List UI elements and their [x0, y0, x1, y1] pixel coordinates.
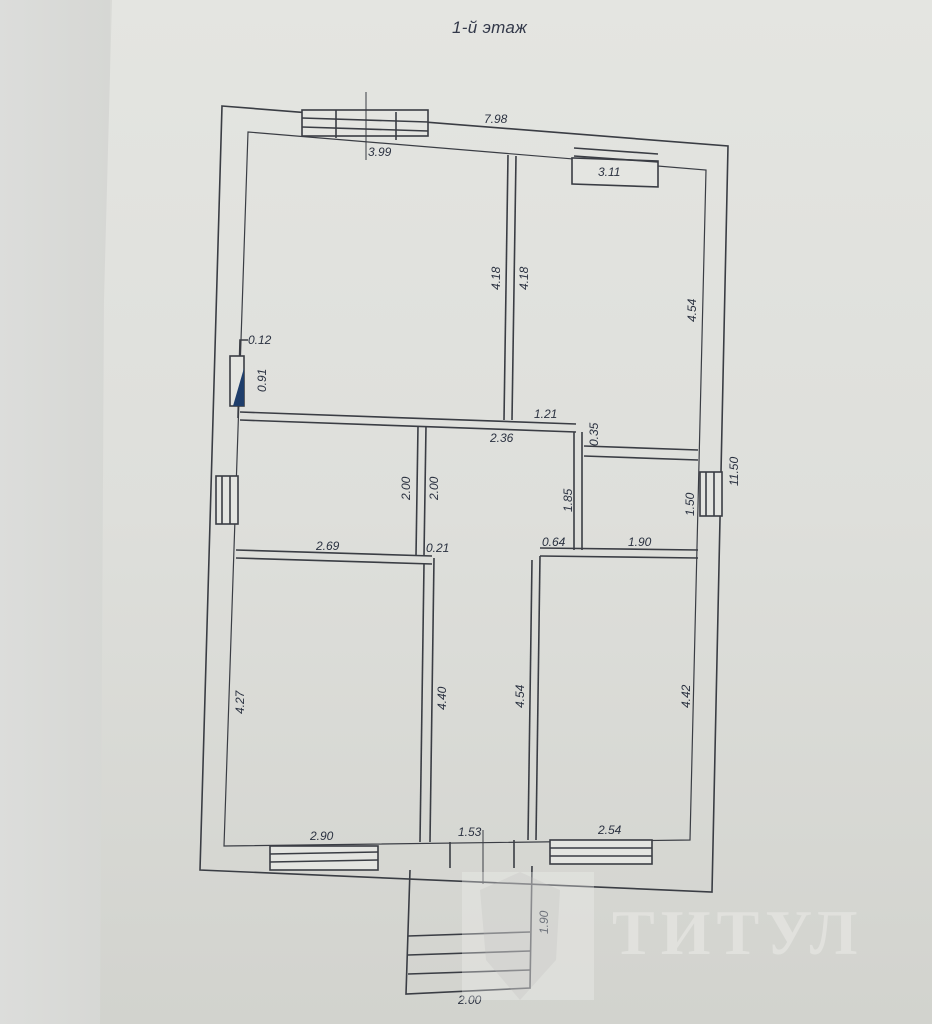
dim-wall-gap-right: 0.64: [542, 535, 566, 549]
window-left: [215, 475, 239, 525]
stair-marker-icon: [233, 368, 244, 406]
dim-top-right-room-width: 3.11: [598, 165, 620, 179]
dim-step-offset: 0.35: [587, 422, 601, 446]
dim-bottom-left-room-width: 2.90: [309, 829, 334, 843]
dim-entry-recess: 0.91: [255, 369, 269, 392]
dim-bottom-right-room-length: 4.42: [679, 684, 693, 708]
dim-bottom-left-room-length: 4.27: [233, 689, 247, 714]
window-bottom-left: [269, 845, 379, 871]
dim-overall-width: 7.98: [484, 112, 508, 126]
house-shield-logo-icon: [480, 872, 560, 1000]
dim-top-left-room-width: 3.99: [368, 145, 392, 159]
porch-stairs: [405, 865, 533, 995]
window-top-right: [571, 147, 659, 188]
dim-wall-gap-left: 0.21: [426, 541, 449, 555]
window-right: [699, 471, 723, 517]
dim-porch-length: 1.90: [537, 910, 551, 934]
dim-left-mid-room-width: 2.69: [315, 539, 340, 553]
dim-corridor-width: 1.53: [458, 825, 482, 839]
dim-top-right-room-length: 4.54: [685, 298, 699, 322]
dim-corridor-upper: 1.21: [534, 407, 557, 421]
watermark-text: ТИТУЛ: [612, 897, 864, 968]
outer-wall: [199, 105, 729, 893]
watermark-logo-box: [462, 872, 594, 1000]
dim-hall-height-left: 2.00: [427, 476, 441, 501]
paper-background-left: [0, 0, 110, 1024]
inner-wall: [223, 131, 707, 847]
dim-wall-offset: 0.12: [248, 333, 272, 347]
dim-small-room-height: 1.50: [683, 492, 697, 516]
dim-hall-height-right: 1.85: [561, 488, 575, 512]
dim-hall-width: 2.36: [489, 431, 514, 445]
dim-top-left-room-length: 4.18: [489, 266, 503, 290]
dim-top-right-room-length-left: 4.18: [517, 266, 531, 290]
dim-small-room-width: 1.90: [628, 535, 652, 549]
dim-bottom-right-room-width: 2.54: [597, 823, 622, 837]
dim-left-mid-room-height: 2.00: [399, 476, 413, 501]
window-bottom-right: [549, 839, 653, 865]
dim-porch-width: 2.00: [457, 993, 482, 1007]
page-title: 1-й этаж: [452, 18, 528, 37]
door-bottom-center: [449, 840, 515, 868]
dim-bottom-left-room-length-right: 4.40: [435, 686, 449, 710]
window-top-left: [301, 109, 429, 140]
dim-overall-length: 11.50: [727, 457, 741, 486]
dim-corridor-length: 4.54: [513, 684, 527, 708]
